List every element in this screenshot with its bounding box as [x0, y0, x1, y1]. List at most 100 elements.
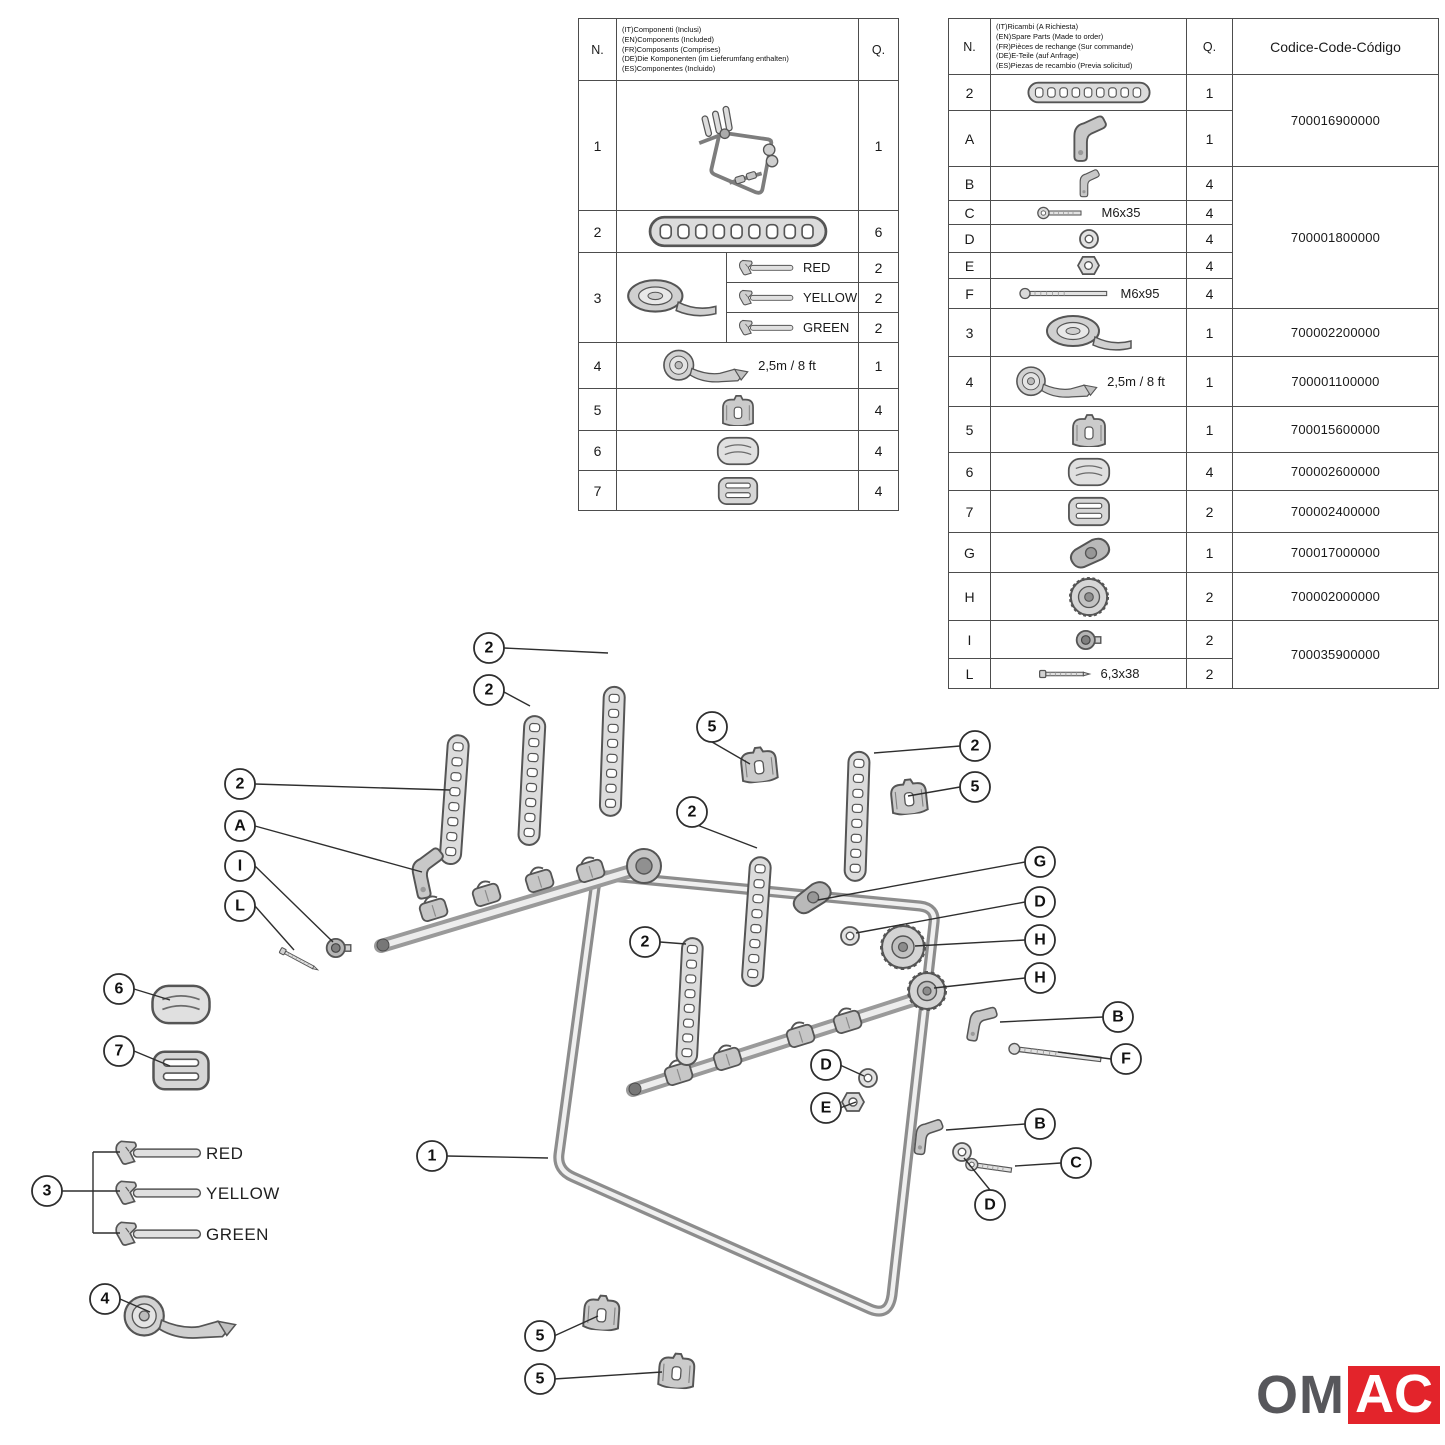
long-bolt-icon [1017, 286, 1113, 301]
callout-G: G [1024, 846, 1056, 878]
part-qty: 1 [1186, 406, 1233, 453]
col-q-label: Q. [1186, 18, 1233, 75]
rail-clamp [783, 1018, 817, 1050]
part-number: 4 [948, 356, 991, 407]
part-qty: 4 [1186, 278, 1233, 309]
table-row: E 4 [948, 252, 1439, 279]
callout-5: 5 [524, 1320, 556, 1352]
part-number: 5 [948, 406, 991, 453]
bolt-size-note: M6x95 [1120, 286, 1160, 301]
part-qty: 4 [858, 430, 900, 471]
part-qty: 4 [1186, 166, 1233, 201]
table-row: 5 1 700015600000 [948, 406, 1439, 453]
clamp-b-part [965, 1003, 999, 1045]
part-number: 4 [578, 342, 617, 389]
callout-D: D [1024, 886, 1056, 918]
frame-clip-part [582, 1293, 622, 1333]
part-qty: 2 [858, 252, 900, 283]
callout-4: 4 [89, 1283, 121, 1315]
part-number: A [948, 110, 991, 167]
socket-bolt-part [325, 937, 352, 959]
part-number: 2 [578, 210, 617, 253]
protection-pad-icon [615, 430, 860, 471]
part-number: B [948, 166, 991, 201]
part-number: D [948, 224, 991, 253]
callout-C: C [1060, 1147, 1092, 1179]
callout-A: A [224, 810, 256, 842]
callout-5: 5 [524, 1363, 556, 1395]
svg-text:B: B [1112, 1009, 1124, 1026]
table-row: 5 4 [578, 388, 900, 431]
table-row: 4 2,5m / 8 ft 1 [578, 342, 900, 389]
part-code: 700001100000 [1232, 356, 1439, 407]
callout-F: F [1110, 1043, 1142, 1075]
col-code-label: Codice-Code-Código [1232, 18, 1439, 75]
part-number: G [948, 532, 991, 573]
col-q-label: Q. [858, 18, 900, 81]
buckle-part [152, 1050, 210, 1091]
svg-text:2: 2 [236, 776, 245, 793]
lang-line-de: (DE)Die Komponenten (im Lieferumfang ent… [622, 54, 789, 64]
rubber-strap-icon [615, 210, 860, 253]
svg-text:H: H [1034, 970, 1046, 987]
part-code: 700002200000 [1232, 308, 1439, 357]
washer-part [952, 1142, 972, 1162]
part-code: 700035900000 [1232, 620, 1439, 689]
part-qty: 4 [858, 470, 900, 511]
svg-text:I: I [238, 858, 242, 875]
callout-3: 3 [31, 1175, 63, 1207]
svg-text:4: 4 [101, 1291, 110, 1308]
clamp-hook-icon [990, 166, 1187, 201]
knob-part [790, 879, 835, 916]
svg-text:5: 5 [708, 719, 717, 736]
ratchet-strap-part [123, 1295, 237, 1340]
part-number: 7 [948, 490, 991, 533]
table-row: I 2 700035900000 [948, 620, 1439, 689]
components-header-row: N. (IT)Componenti (Inclusi) (EN)Componen… [578, 18, 900, 81]
rubber-strap-part [438, 733, 471, 866]
nut-part [841, 1092, 865, 1112]
wheel-part [907, 971, 947, 1011]
part-number: H [948, 572, 991, 621]
part-number: E [948, 252, 991, 279]
callout-B: B [1024, 1108, 1056, 1140]
strap-color-label: RED [803, 260, 831, 275]
logo-text-om: OM [1256, 1365, 1345, 1425]
svg-text:5: 5 [971, 779, 980, 796]
strap-buckle-icon [990, 490, 1187, 533]
part-qty: 2 [1186, 620, 1233, 659]
part-number: 7 [578, 470, 617, 511]
part-qty: 4 [858, 388, 900, 431]
frame-clip-icon [990, 406, 1187, 453]
svg-text:L: L [235, 898, 245, 915]
svg-text:1: 1 [428, 1148, 437, 1165]
part-qty: 2 [1186, 490, 1233, 533]
pad-part [151, 984, 211, 1025]
nut-icon [990, 252, 1187, 279]
svg-text:3: 3 [43, 1183, 52, 1200]
callout-5: 5 [959, 771, 991, 803]
svg-text:G: G [1034, 854, 1046, 871]
callout-2: 2 [473, 674, 505, 706]
callout-2: 2 [676, 796, 708, 828]
col-n-label: N. [578, 18, 617, 81]
rail-clamp [830, 1004, 864, 1036]
part-number: 6 [948, 452, 991, 491]
rail-clamp [710, 1041, 744, 1073]
hook-strap-part [115, 1140, 202, 1165]
svg-text:2: 2 [971, 738, 980, 755]
color-label-red: RED [206, 1144, 243, 1163]
part-qty: 1 [1186, 308, 1233, 357]
spare-parts-title: (IT)Ricambi (A Richiesta) (EN)Spare Part… [990, 18, 1187, 75]
lang-line-fr: (FR)Composants (Comprises) [622, 44, 721, 54]
rubber-strap-part [516, 714, 547, 847]
part-number: F [948, 278, 991, 309]
clamp-b-part [913, 1116, 945, 1158]
callout-I: I [224, 850, 256, 882]
part-number: 1 [578, 80, 617, 211]
part-code: 700017000000 [1232, 532, 1439, 573]
callout-7: 7 [103, 1035, 135, 1067]
rubber-strap-icon [990, 74, 1187, 111]
